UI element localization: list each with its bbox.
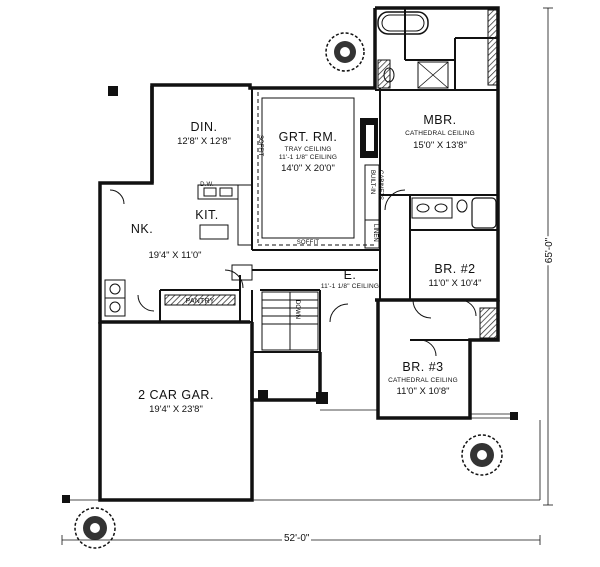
tree-bottom-icon [74,507,116,549]
room-dims-bedroom-3: 11'0" X 10'8" [396,386,450,397]
room-name-pantry: PANTRY [185,298,215,305]
room-name-bedroom-2: BR. #2 [434,262,476,276]
room-name-dining: DIN. [190,120,218,134]
dishwasher-label: D.W. [200,182,214,188]
room-dims-great-room: 14'0" X 20'0" [281,163,335,174]
room-note-tray-ceiling: TRAY CEILING [284,146,332,153]
stair-down-label: DOWN [294,300,300,319]
exterior-wall [375,6,500,302]
overall-depth-dimension: 65'-0" [544,235,556,266]
room-name-nook: NK. [130,222,154,236]
room-dims-master-bedroom: 15'0" X 13'8" [413,140,467,151]
bathtub [377,11,429,35]
overall-width-dimension: 52'-0" [282,533,312,544]
room-note-cathedral-mbr: CATHEDRAL CEILING [405,130,475,137]
soffit-side-label: SOFFIT [257,135,263,157]
soffit-top-label: SOFFIT [296,240,320,246]
built-in-label: BUILT-IN [369,170,375,195]
room-name-kitchen: KIT. [195,208,219,222]
room-name-great-room: GRT. RM. [278,130,338,144]
room-name-bedroom-3: BR. #3 [402,360,444,374]
room-dims-kitchen-nook: 19'4" X 11'0" [148,250,202,261]
cabinets-label: CABINETS [377,170,383,201]
room-dims-garage: 19'4" X 23'8" [149,404,203,415]
room-name-entry: E. [343,268,357,282]
tray-ceiling-outline [261,97,355,239]
room-note-ceiling-height: 11'-1 1/8" CEILING [278,154,338,161]
room-name-master-bedroom: MBR. [423,113,457,127]
linen-label: LINEN [372,224,378,242]
room-note-entry-ceiling: 11'-1 1/8" CEILING [320,283,380,290]
room-dims-bedroom-2: 11'0" X 10'4" [428,278,482,289]
room-note-cathedral-br3: CATHEDRAL CEILING [388,377,458,384]
room-name-garage: 2 CAR GAR. [138,388,214,402]
tree-right-icon [461,434,503,476]
tree-top-icon [325,32,365,72]
room-dims-dining: 12'8" X 12'8" [177,136,231,147]
